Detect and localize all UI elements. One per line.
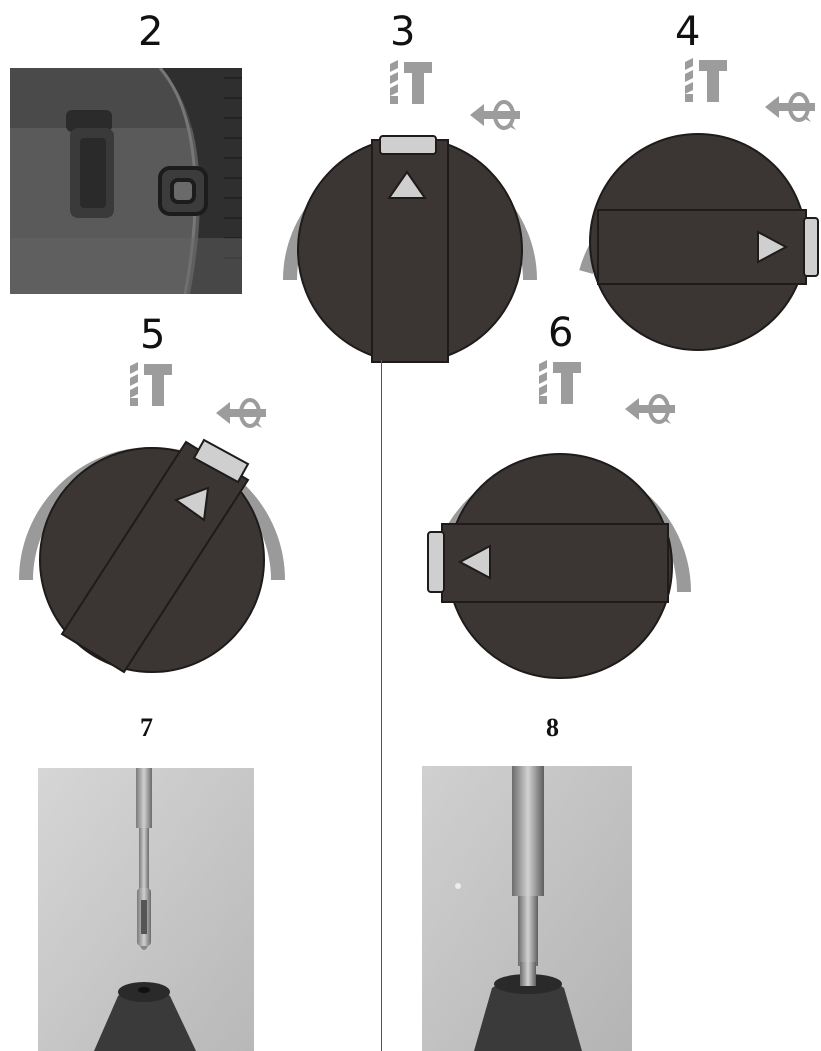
pointer-triangle-icon: [457, 544, 491, 580]
figure-number-8: 8: [546, 713, 559, 742]
pointer-triangle-icon: [173, 486, 210, 522]
mode-knob-3: [283, 135, 537, 363]
mode-knob-5: [19, 438, 285, 674]
mode-knob-6: [427, 453, 691, 679]
drill-hammer-icon: [388, 60, 434, 106]
drill-hammer-icon: [128, 362, 174, 408]
figure-number-7: 7: [140, 713, 153, 742]
figure-number-4: 4: [675, 9, 701, 55]
drill-hammer-icon: [683, 58, 729, 104]
rotation-arrow-icon: [470, 98, 522, 132]
rotation-arrow-icon: [625, 392, 677, 426]
rotation-arrow-icon: [765, 90, 817, 124]
figure-number-2: 2: [138, 9, 164, 55]
pointer-triangle-icon: [387, 170, 427, 199]
drill-hammer-icon: [537, 360, 583, 406]
column-divider: [381, 360, 382, 1051]
figure-number-3: 3: [390, 9, 416, 55]
locked-bit-photo: [422, 766, 632, 1051]
pointer-triangle-icon: [757, 230, 789, 264]
tool-switch-photo: [10, 68, 242, 294]
figure-number-6: 6: [548, 310, 574, 356]
mode-knob-4: [579, 133, 819, 351]
insert-bit-photo: [38, 768, 254, 1051]
figure-number-5: 5: [140, 312, 166, 358]
